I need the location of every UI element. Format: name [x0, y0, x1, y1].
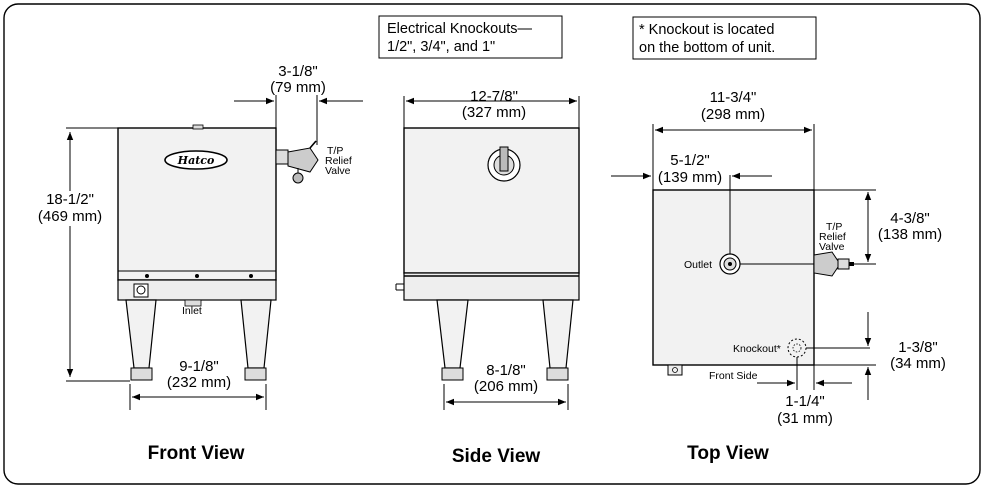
height-in: 18-1/2"	[46, 191, 94, 208]
side-view-title: Side View	[452, 446, 541, 467]
note-line-1: Electrical Knockouts—	[387, 21, 533, 37]
tp-offset-mm: (138 mm)	[878, 226, 942, 243]
knockout-location-note: * Knockout is located on the bottom of u…	[632, 16, 817, 60]
note-line-1: * Knockout is located	[639, 22, 774, 38]
tp-relief-valve	[487, 146, 521, 182]
front-view-title: Front View	[148, 443, 245, 464]
top-view-title: Top View	[687, 443, 769, 464]
inlet-label: Inlet	[182, 305, 202, 317]
svg-text:Hatco: Hatco	[177, 154, 215, 167]
leg-span-mm: (232 mm)	[167, 374, 231, 391]
width-mm: (298 mm)	[701, 106, 765, 123]
hatco-logo: Hatco	[164, 150, 228, 170]
svg-text:Valve: Valve	[325, 165, 351, 177]
electrical-knockouts-note: Electrical Knockouts— 1/2", 3/4", and 1"	[378, 15, 563, 59]
heater-top	[652, 189, 815, 366]
offset-mm: (79 mm)	[270, 79, 326, 96]
outlet-fitting	[719, 253, 741, 275]
outlet-offset-in: 5-1/2"	[670, 152, 710, 169]
diagram-frame	[3, 3, 981, 485]
width-in: 11-3/4"	[710, 89, 757, 106]
knockout-x-mm: (31 mm)	[777, 410, 833, 427]
knockout-y-in: 1-3/8"	[898, 339, 938, 356]
tp-offset-in: 4-3/8"	[890, 210, 930, 227]
leg-span-mm: (206 mm)	[474, 378, 538, 395]
outlet-offset-mm: (139 mm)	[658, 169, 722, 186]
svg-text:Relief: Relief	[819, 231, 846, 243]
width-in: 12-7/8"	[470, 88, 518, 105]
side-view: 12-7/8" (327 mm) 8-1/8" (206 mm) Side Vi…	[395, 88, 580, 467]
note-line-2: on the bottom of unit.	[639, 40, 775, 56]
leg-right	[542, 299, 574, 369]
leg-left	[125, 299, 157, 369]
leg-left	[436, 299, 469, 369]
width-mm: (327 mm)	[462, 104, 526, 121]
leg-span-in: 8-1/8"	[486, 362, 526, 379]
tp-relief-valve	[275, 140, 319, 184]
knockout-label: Knockout*	[733, 343, 781, 355]
svg-text:Relief: Relief	[325, 155, 352, 167]
top-view: Outlet Knockout* Front Side T/P Relief V…	[611, 89, 946, 464]
note-line-2: 1/2", 3/4", and 1"	[387, 39, 495, 55]
knockout-x-in: 1-1/4"	[785, 393, 825, 410]
knockout-y-mm: (34 mm)	[890, 355, 946, 372]
tp-relief-valve	[813, 251, 854, 277]
leg-right	[240, 299, 272, 369]
leg-span-in: 9-1/8"	[179, 358, 219, 375]
offset-in: 3-1/8"	[278, 63, 318, 80]
front-side-label: Front Side	[709, 370, 758, 382]
svg-text:T/P: T/P	[327, 145, 343, 157]
heater-body	[403, 127, 580, 274]
height-mm: (469 mm)	[38, 208, 102, 225]
heater-base	[403, 272, 580, 301]
front-view: Hatco Inlet T/P Relief Valve	[38, 63, 363, 464]
svg-text:Valve: Valve	[819, 241, 845, 253]
outlet-label: Outlet	[684, 259, 712, 271]
svg-text:T/P: T/P	[826, 221, 842, 233]
